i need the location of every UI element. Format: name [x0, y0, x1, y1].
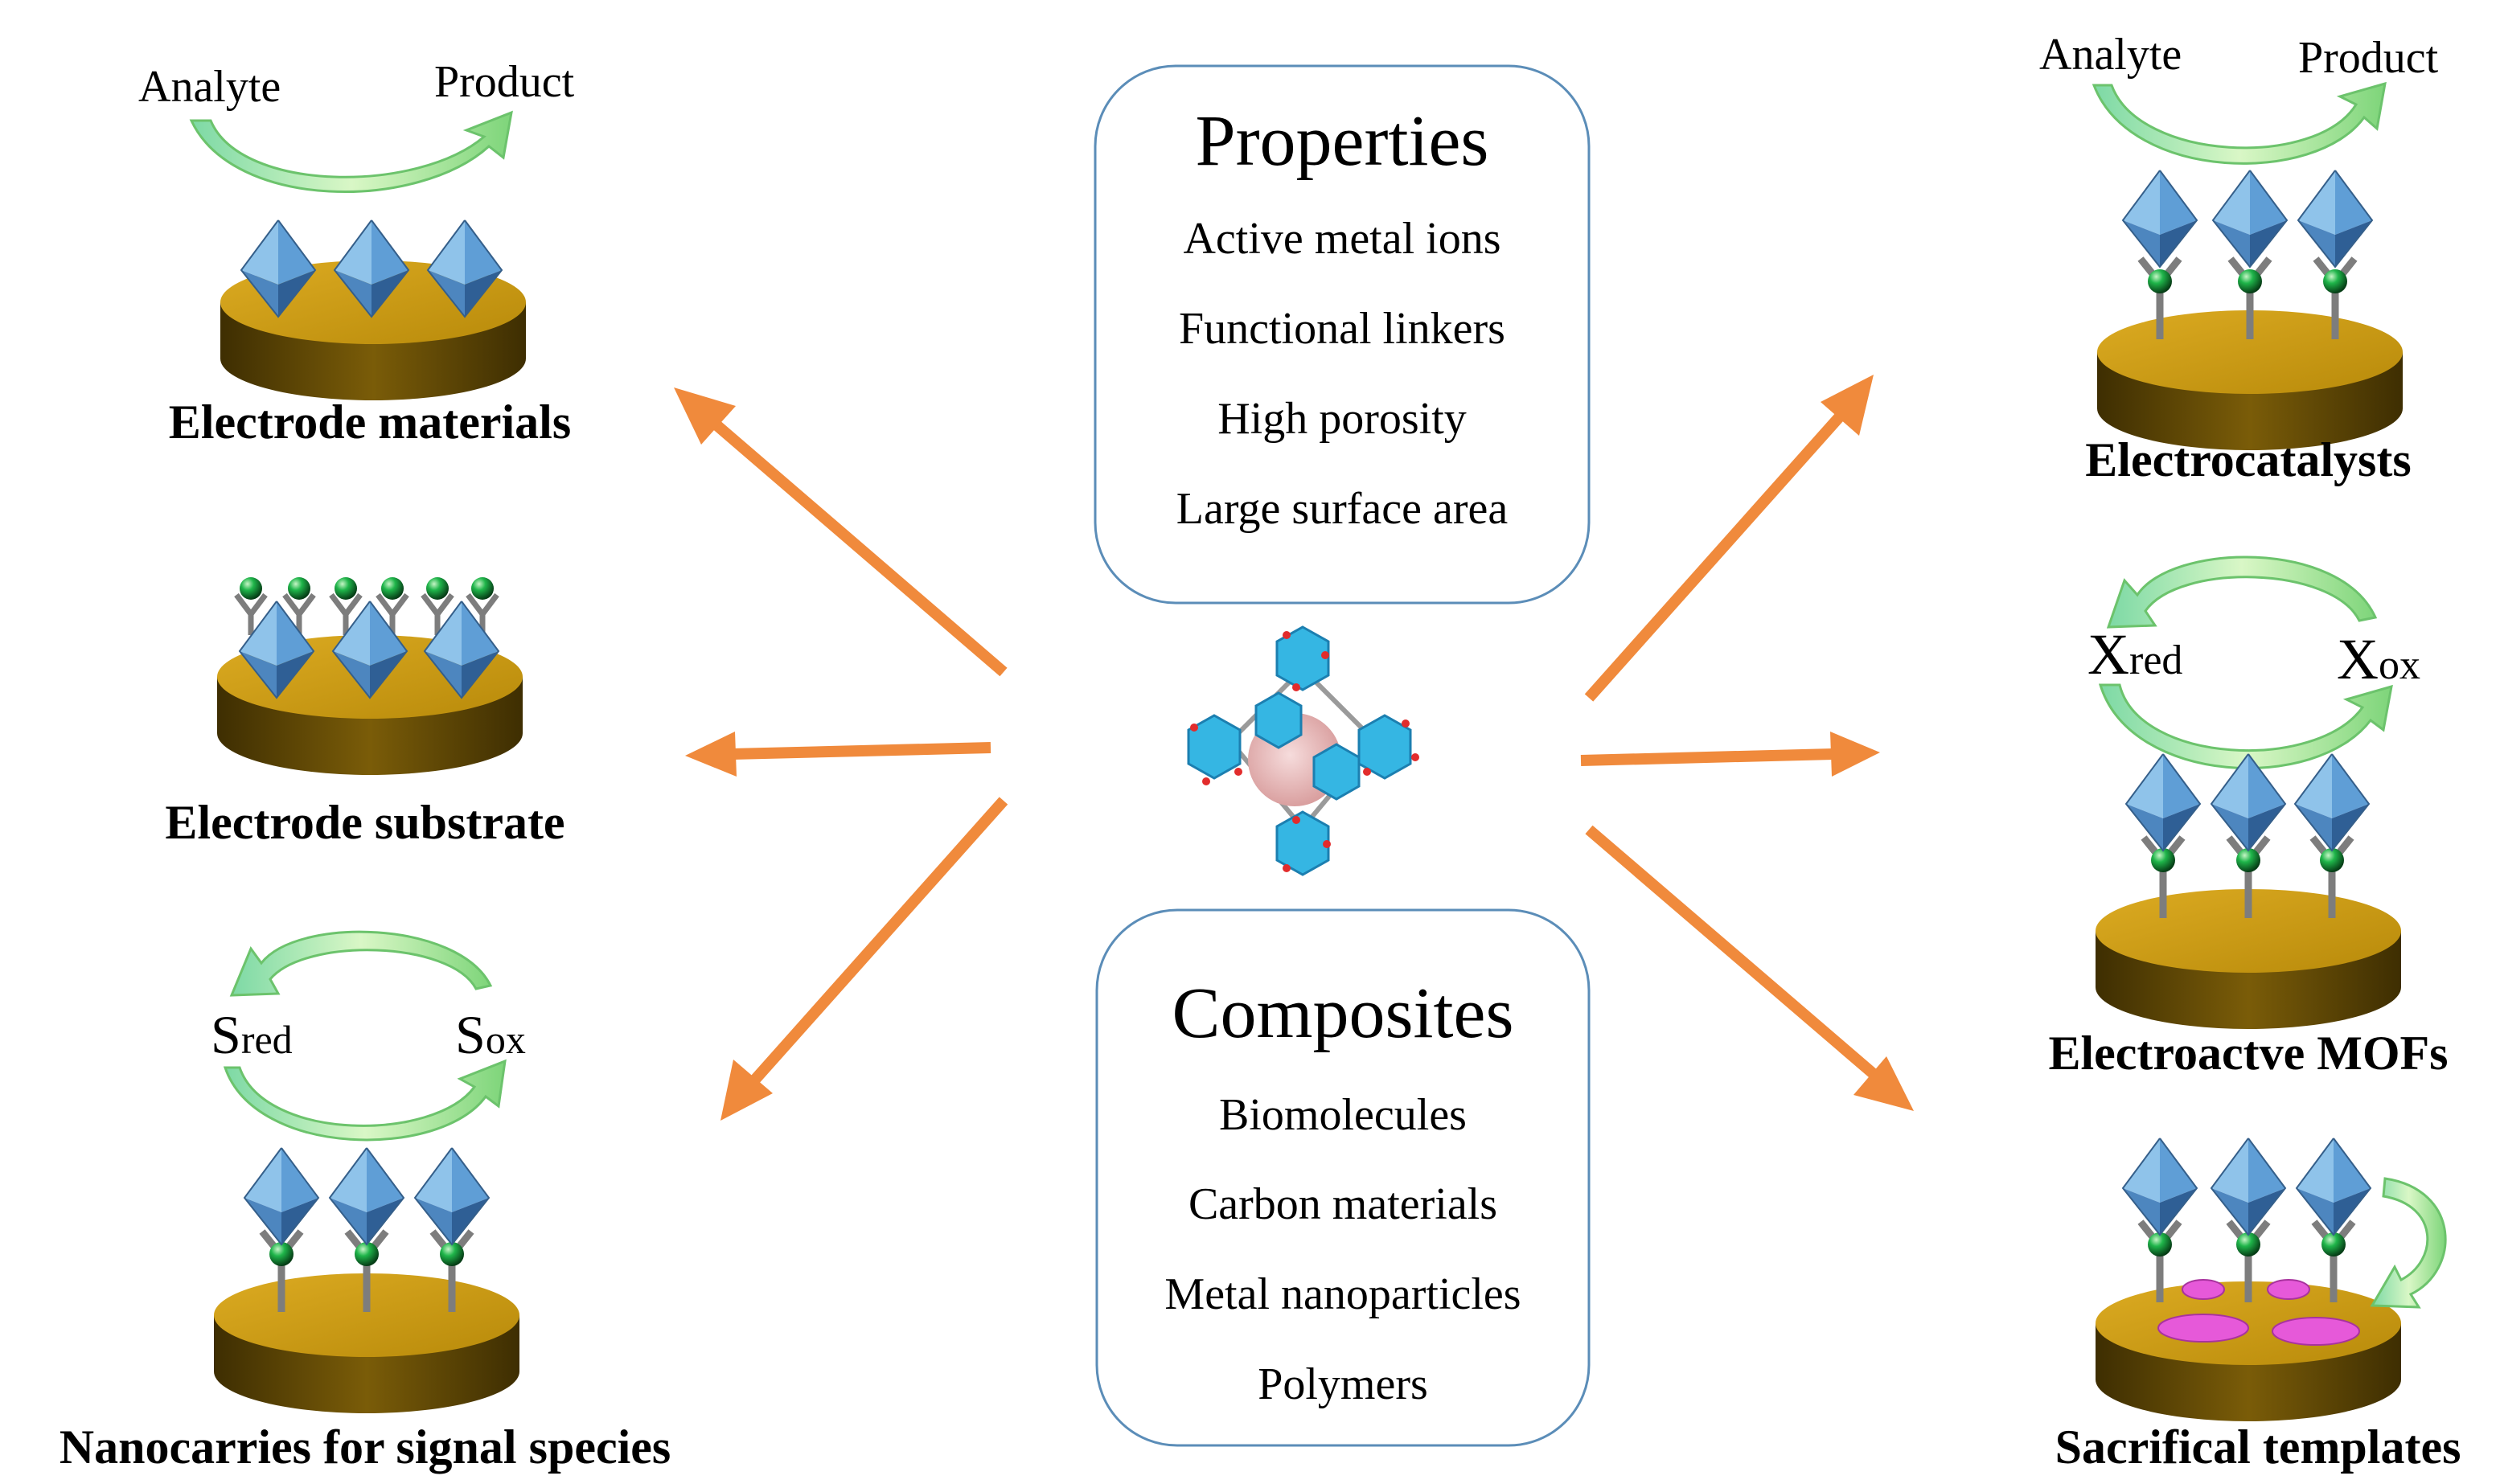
composites-item: Biomolecules: [1219, 1090, 1467, 1140]
arrow-to-nanocarries: [749, 797, 1008, 1084]
s-ox-sub: ox: [486, 1017, 526, 1062]
sacrificial-templates-label: Sacrifical templates: [2055, 1420, 2461, 1474]
x-red-label: Xred: [2087, 622, 2182, 687]
s-ox-label: Sox: [455, 1004, 526, 1065]
product-label: Product: [2298, 33, 2439, 83]
cycle-bottom-arrow-icon: [2098, 683, 2393, 769]
x-ox-label: Xox: [2337, 627, 2420, 691]
composites-title: Composites: [1172, 974, 1513, 1053]
s-ox-main: S: [455, 1004, 486, 1065]
removal-arrow-icon: [2370, 1177, 2447, 1309]
arrow-to-electrode-substrate: [731, 742, 991, 760]
properties-item: Functional linkers: [1179, 304, 1505, 354]
nanocarries-label: Nanocarries for signal species: [60, 1420, 671, 1474]
arrow-to-electroactive-mofs: [1580, 748, 1834, 766]
properties-item: Active metal ions: [1183, 214, 1500, 264]
composites-item: Polymers: [1258, 1359, 1428, 1409]
properties-title: Properties: [1196, 101, 1489, 181]
cycle-top-arrow-icon: [229, 930, 493, 997]
electrocatalysts-panel: Analyte Product Electrocatalysts: [2039, 30, 2439, 486]
analyte-label: Analyte: [138, 62, 281, 112]
electroactive-mofs-label: Electroactve MOFs: [2048, 1027, 2448, 1080]
electrode-materials-panel: Analyte Product Electrode materials: [138, 57, 575, 449]
composites-item: Metal nanoparticles: [1164, 1269, 1521, 1319]
x-red-sub: red: [2129, 637, 2182, 683]
composites-box: Composites Biomolecules Carbon materials…: [1095, 908, 1591, 1447]
pink-residue-spots: [2157, 1279, 2360, 1346]
analyte-label: Analyte: [2039, 30, 2182, 80]
cycle-top-arrow-icon: [2106, 555, 2378, 629]
x-ox-sub: ox: [2379, 642, 2420, 688]
nanocarries-panel: Sred Sox Nanocarries for signal species: [60, 930, 671, 1474]
s-red-label: Sred: [211, 1004, 293, 1065]
cycle-bottom-arrow-icon: [223, 1059, 507, 1142]
orange-arrows: [674, 375, 1914, 1121]
electroactive-mofs-panel: Xred Xox Electroactve MOFs: [2048, 555, 2449, 1080]
s-red-main: S: [211, 1004, 241, 1065]
mof-structure-image: [1187, 625, 1419, 876]
x-red-main: X: [2087, 622, 2129, 687]
arrow-to-sacrificial-templates: [1585, 825, 1878, 1079]
properties-item: High porosity: [1217, 394, 1467, 444]
properties-box: Properties Active metal ions Functional …: [1094, 64, 1591, 605]
curved-arrow-icon: [2092, 81, 2387, 165]
electrode-substrate-label: Electrode substrate: [165, 796, 564, 849]
electrode-materials-label: Electrode materials: [169, 396, 571, 449]
product-label: Product: [434, 57, 575, 107]
arrow-to-electrocatalysts: [1584, 412, 1845, 702]
arrow-head: [674, 387, 736, 445]
sacrificial-templates-panel: Sacrifical templates: [2055, 1138, 2461, 1474]
curved-arrow-icon: [189, 110, 513, 193]
arrow-to-electrode-materials: [710, 418, 1008, 677]
s-red-sub: red: [241, 1017, 293, 1062]
electrocatalysts-label: Electrocatalysts: [2085, 433, 2411, 486]
x-ox-main: X: [2337, 627, 2379, 691]
composites-item: Carbon materials: [1188, 1179, 1497, 1229]
properties-item: Large surface area: [1176, 484, 1509, 534]
electrode-substrate-panel: Electrode substrate: [165, 577, 565, 849]
